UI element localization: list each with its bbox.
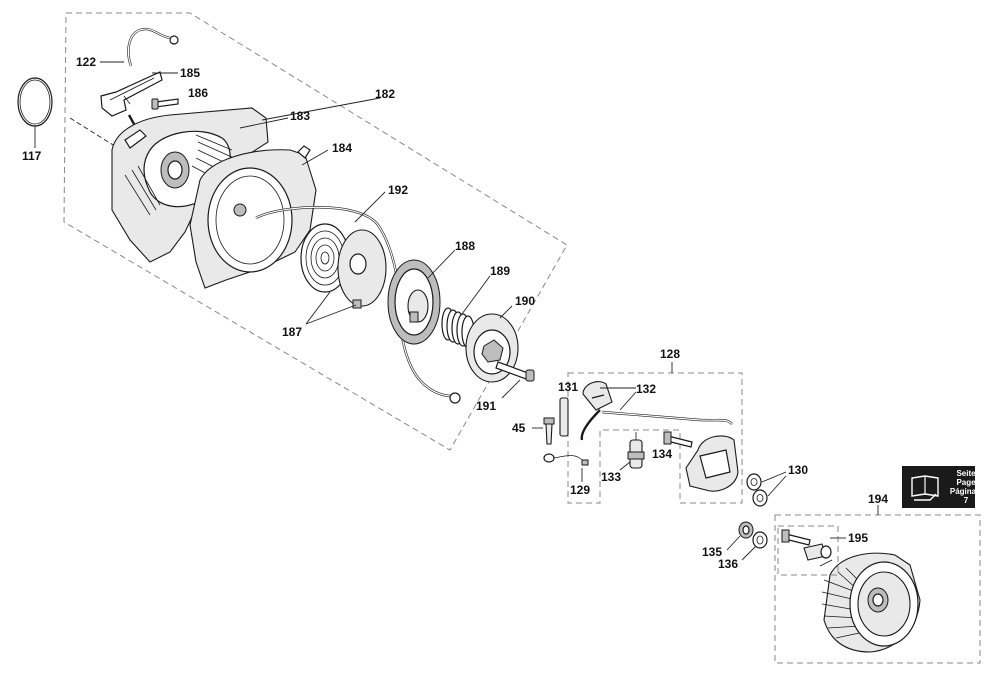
part-ignition-module: [685, 435, 739, 492]
label-134: 134: [652, 447, 672, 461]
label-136: 136: [718, 557, 738, 571]
label-194: 194: [868, 492, 888, 506]
label-192: 192: [388, 183, 408, 197]
part-washers-130: [746, 473, 768, 507]
part-pin-131: [559, 397, 569, 437]
label-129: 129: [570, 483, 590, 497]
part-starter-cover: [189, 145, 317, 289]
part-coil-spring: [441, 307, 475, 349]
label-135: 135: [702, 545, 722, 559]
label-188: 188: [455, 239, 475, 253]
label-128: 128: [660, 347, 680, 361]
part-spring-cover-disc: [337, 229, 387, 309]
label-187: 187: [282, 325, 302, 339]
part-washer-136: [752, 531, 768, 549]
part-spark-plug-cap: [582, 381, 613, 411]
page-ref-line3: Página: [950, 487, 977, 496]
part-nut-135: [738, 521, 754, 539]
label-189: 189: [490, 264, 510, 278]
label-191: 191: [476, 399, 496, 413]
part-screw-134: [663, 431, 693, 448]
part-ignition-cable: [580, 409, 733, 441]
part-ground-wire: [543, 453, 589, 466]
label-117: 117: [22, 149, 42, 163]
label-190: 190: [515, 294, 535, 308]
label-130: 130: [788, 463, 808, 477]
part-screw-186: [151, 98, 179, 110]
group-boundary-128: [567, 372, 743, 504]
page-reference-box[interactable]: Seite Page Página 7: [902, 466, 977, 508]
part-o-ring: [17, 77, 53, 127]
part-screw-191: [495, 361, 535, 382]
part-spark-plug: [627, 432, 645, 469]
label-185: 185: [180, 66, 200, 80]
label-45: 45: [512, 421, 526, 435]
label-186: 186: [188, 86, 208, 100]
page-ref-line1: Seite: [956, 469, 976, 478]
part-screw-45: [543, 417, 555, 445]
label-122: 122: [76, 55, 96, 69]
label-182: 182: [375, 87, 395, 101]
part-rope-pulley: [387, 259, 441, 345]
label-183: 183: [290, 109, 310, 123]
group-boundary-194: [774, 514, 981, 664]
label-132: 132: [636, 382, 656, 396]
part-pawl-assembly: [781, 529, 833, 567]
label-195: 195: [848, 531, 868, 545]
part-fan-housing: [111, 107, 269, 263]
book-hand-icon: [911, 475, 939, 501]
group-boundary-195: [777, 525, 839, 576]
page-ref-line2: Page: [956, 478, 976, 487]
part-flywheel: [821, 552, 921, 653]
label-133: 133: [601, 470, 621, 484]
label-131: 131: [558, 380, 578, 394]
page-ref-number: 7: [964, 496, 969, 505]
label-184: 184: [332, 141, 352, 155]
